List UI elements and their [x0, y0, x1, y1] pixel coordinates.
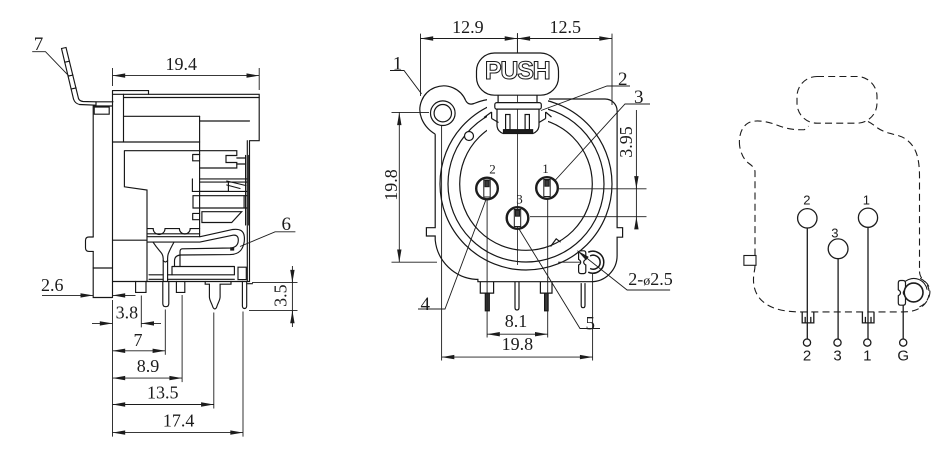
- svg-text:7: 7: [34, 34, 44, 55]
- svg-text:19.8: 19.8: [381, 169, 401, 201]
- svg-text:3: 3: [831, 226, 838, 241]
- svg-text:8.1: 8.1: [505, 311, 528, 331]
- svg-text:5: 5: [585, 314, 595, 335]
- svg-text:G: G: [897, 348, 909, 365]
- svg-text:1: 1: [542, 161, 549, 176]
- svg-text:3: 3: [516, 192, 523, 207]
- svg-text:2: 2: [618, 69, 628, 90]
- svg-text:19.4: 19.4: [166, 54, 198, 74]
- svg-text:3.8: 3.8: [116, 303, 139, 323]
- svg-text:17.4: 17.4: [163, 411, 195, 431]
- svg-text:13.5: 13.5: [147, 383, 179, 403]
- svg-text:12.5: 12.5: [550, 17, 582, 37]
- svg-text:3: 3: [634, 87, 644, 108]
- svg-text:3: 3: [833, 348, 841, 365]
- svg-text:1: 1: [393, 54, 403, 75]
- svg-text:1: 1: [863, 193, 870, 208]
- svg-text:3.5: 3.5: [271, 284, 291, 307]
- svg-text:12.9: 12.9: [452, 17, 484, 37]
- svg-text:2: 2: [803, 193, 810, 208]
- svg-text:2: 2: [803, 348, 811, 365]
- svg-text:2.6: 2.6: [41, 275, 64, 295]
- svg-text:4: 4: [421, 294, 431, 315]
- svg-text:2-ø2.5: 2-ø2.5: [628, 269, 673, 289]
- svg-text:3.95: 3.95: [616, 126, 636, 158]
- svg-text:7: 7: [134, 330, 143, 350]
- svg-text:PUSH: PUSH: [485, 57, 550, 85]
- svg-text:19.8: 19.8: [502, 334, 534, 354]
- svg-text:2: 2: [489, 162, 496, 177]
- svg-text:6: 6: [282, 214, 292, 235]
- svg-text:1: 1: [863, 348, 871, 365]
- svg-text:8.9: 8.9: [137, 356, 160, 376]
